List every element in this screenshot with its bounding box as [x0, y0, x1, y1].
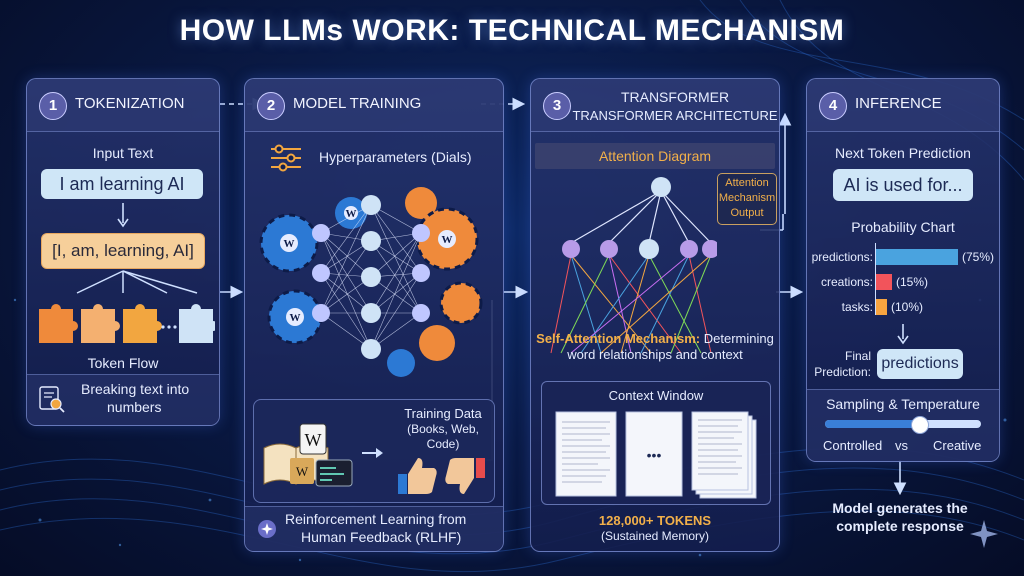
document-search-icon: [39, 386, 65, 413]
training-data-line-3: Code): [426, 437, 460, 451]
hyperparameters-label: Hyperparameters (Dials): [319, 149, 472, 165]
panel-title: TOKENIZATION: [75, 95, 185, 112]
controlled-label: Controlled: [823, 438, 883, 453]
training-data-line-1: Training Data: [404, 406, 482, 421]
down-arrow-icon: [897, 324, 909, 345]
vs-label: vs: [895, 438, 908, 453]
panel-model-training: 2 MODEL TRAINING Hyperparameters (Dials): [244, 78, 504, 552]
wiki-glyph: W: [284, 238, 295, 250]
panel-title-line-1: TRANSFORMER: [620, 89, 730, 105]
bar-label: tasks:: [841, 300, 873, 314]
self-attention-title: Self-Attention Mechanism:: [536, 331, 701, 346]
page-title: HOW LLMs WORK: TECHNICAL MECHANISM: [179, 14, 845, 47]
wiki-glyph: W: [442, 234, 453, 246]
step-number: 4: [819, 92, 847, 120]
temperature-slider[interactable]: [825, 416, 981, 434]
bar-percent: (10%): [891, 300, 924, 314]
bar: [876, 299, 887, 315]
chart-axis: [875, 243, 876, 315]
footer-line-1: Breaking text into: [81, 381, 190, 397]
wiki-glyph: W: [290, 312, 301, 324]
panel-transformer: 3 TRANSFORMER TRANSFORMER ARCHITECTURE A…: [530, 78, 780, 552]
input-text-box: I am learning AI: [41, 169, 203, 199]
panel-title-line-2: TRANSFORMER ARCHITECTURE: [572, 108, 778, 123]
bar: [876, 249, 958, 265]
neural-network-graphic: W W W W: [259, 187, 483, 377]
attention-diagram-header: Attention Diagram: [535, 143, 775, 169]
right-arrow-icon: [362, 448, 383, 458]
input-text-label: Input Text: [92, 145, 154, 161]
sampling-label: Sampling & Temperature: [826, 396, 980, 412]
sustained-memory: (Sustained Memory): [600, 529, 710, 543]
footer-line-2: numbers: [107, 399, 162, 415]
prompt-box: AI is used for...: [833, 169, 973, 201]
sliders-icon: [271, 144, 301, 172]
panel-footer: Reinforcement Learning from Human Feedba…: [245, 506, 503, 551]
sparkle-icon: [258, 520, 276, 538]
attention-graph: [550, 177, 717, 354]
token-count: 128,000+ TOKENS: [598, 513, 712, 528]
bar-row-tasks: tasks: (10%): [807, 297, 999, 317]
attention-output-line-1: Attention: [725, 177, 769, 189]
panel-header: 1 TOKENIZATION: [27, 79, 219, 132]
bar-label: predictions:: [811, 250, 873, 264]
attention-output-line-3: Output: [730, 207, 764, 219]
panel-inference: 4 INFERENCE Next Token Prediction AI is …: [806, 78, 1000, 462]
down-arrow-icon: [117, 203, 129, 228]
puzzle-pieces-icon: [39, 304, 215, 343]
creative-label: Creative: [933, 438, 982, 453]
self-attention-line-1: Self-Attention Mechanism: Determining: [531, 331, 779, 346]
response-note-line-2: complete response: [836, 518, 964, 534]
panel-footer: Breaking text into numbers: [27, 374, 219, 425]
bar-percent: (15%): [896, 275, 929, 289]
panel-header: 2 MODEL TRAINING: [245, 79, 503, 132]
response-note-line-1: Model generates the: [832, 500, 968, 516]
panel-tokenization: 1 TOKENIZATION Input Text I am learning …: [26, 78, 220, 426]
bar: [876, 274, 892, 290]
rlhf-line-1: Reinforcement Learning from: [285, 511, 467, 527]
training-data-box: W W Training Data (Books, Web, Code): [253, 399, 495, 503]
step-number: 2: [257, 92, 285, 120]
token-flow-label: Token Flow: [87, 355, 159, 371]
step-number: 1: [39, 92, 67, 120]
panel-header: 4 INFERENCE: [807, 79, 999, 132]
wiki-glyph: W: [346, 208, 357, 220]
probability-chart: predictions: (75%) creations: (15%) task…: [807, 239, 999, 319]
thumbs-up-down-icon: [398, 458, 485, 494]
bar-row-creations: creations: (15%): [807, 272, 999, 292]
bar-row-predictions: predictions: (75%): [807, 247, 999, 267]
bar-percent: (75%): [962, 250, 995, 264]
probability-chart-label: Probability Chart: [851, 219, 955, 235]
svg-text:W: W: [296, 464, 309, 479]
panel-title: INFERENCE: [855, 95, 942, 112]
books-icon: W W: [263, 423, 353, 487]
svg-text:•••: •••: [647, 447, 662, 463]
panel-header: 3 TRANSFORMER TRANSFORMER ARCHITECTURE: [531, 79, 779, 132]
bar-label: creations:: [820, 275, 873, 289]
context-window-box: Context Window •••: [541, 381, 771, 505]
attention-output-line-2: Mechanism: [718, 192, 776, 204]
rlhf-line-2: Human Feedback (RLHF): [301, 529, 462, 545]
context-window-label: Context Window: [608, 388, 704, 403]
temperature-slider-handle[interactable]: [911, 416, 929, 434]
attention-output-box: Attention Mechanism Output: [717, 173, 777, 225]
star-sparkle-icon: [970, 520, 998, 548]
temperature-slider-fill: [825, 420, 919, 428]
self-attention-rest: Determining: [703, 331, 774, 346]
final-label-2: Prediction:: [814, 365, 871, 379]
svg-text:W: W: [305, 430, 322, 450]
step-number: 3: [543, 92, 571, 120]
training-data-line-2: (Books, Web,: [407, 422, 479, 436]
panel-title: MODEL TRAINING: [293, 95, 422, 112]
documents-icon: •••: [555, 411, 757, 499]
token-list-box: [I, am, learning, AI]: [41, 233, 205, 269]
next-token-label: Next Token Prediction: [835, 145, 971, 161]
self-attention-line-2: word relationships and context: [567, 347, 743, 362]
final-label-1: Final: [844, 349, 871, 363]
final-prediction-box: predictions: [877, 349, 963, 379]
sampling-section: Sampling & Temperature Controlled vs Cre…: [807, 389, 999, 461]
split-arrows-icon: [76, 270, 198, 294]
